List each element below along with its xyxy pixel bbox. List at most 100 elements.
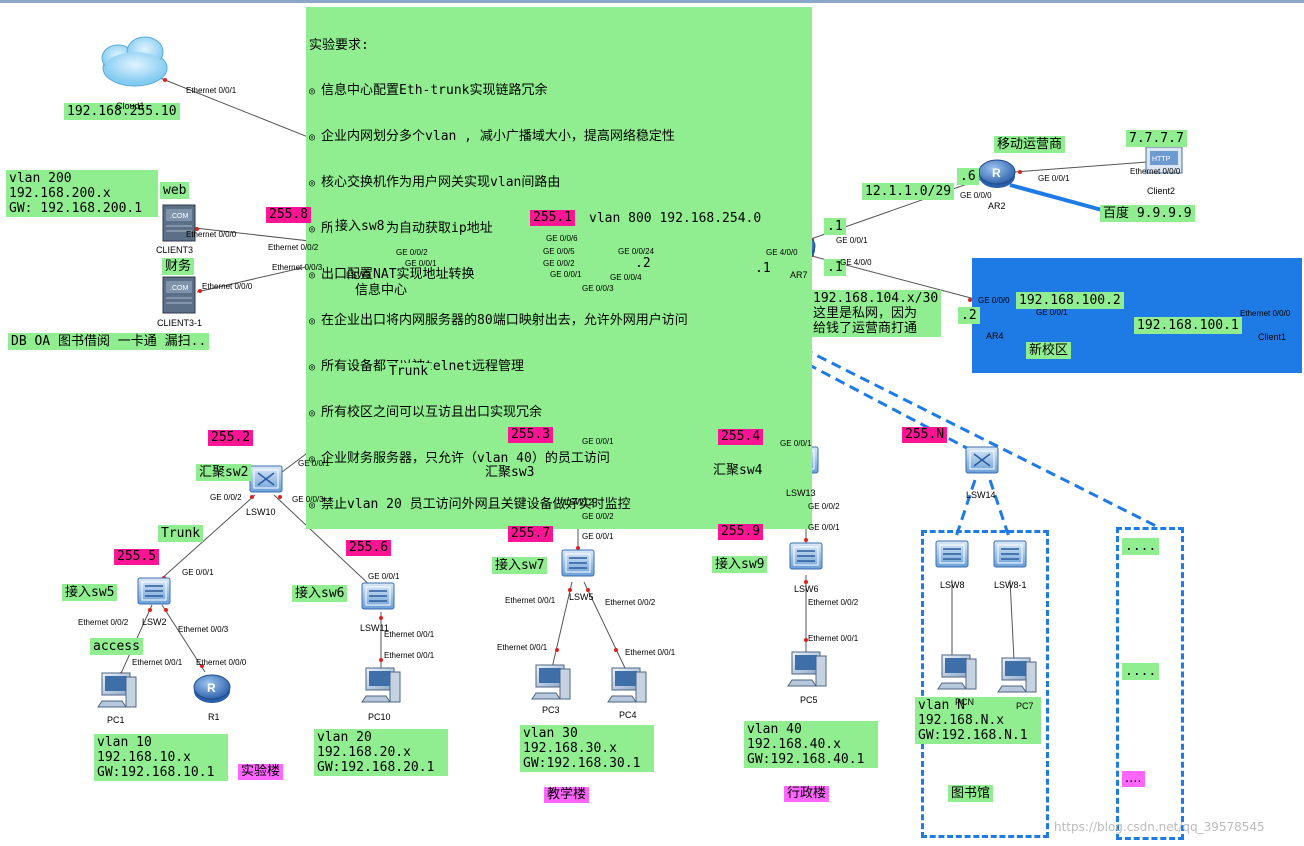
- requirement-item: 所有设备都可以被telnet远程管理: [309, 359, 809, 375]
- port-label: Ethernet 0/0/1: [384, 630, 435, 639]
- port-label: GE 0/0/6: [546, 234, 578, 243]
- switch-icon-lsw8-1: [993, 540, 1027, 568]
- port-label: GE 0/0/1: [836, 236, 868, 245]
- switch-icon-lsw5: [561, 549, 595, 577]
- requirement-item: 企业内网划分多个vlan , 减小广播域大小，提高网络稳定性: [309, 129, 809, 145]
- link-lsw5-pc4: [583, 581, 626, 669]
- port-label: GE 0/0/0: [978, 296, 1010, 305]
- requirement-item: 所有校区之间可以互访且出口实现冗余: [309, 405, 809, 421]
- vlan20-note: vlan 20 192.168.20.x GW:192.168.20.1: [314, 729, 448, 776]
- port-label: GE 0/0/1: [582, 437, 614, 446]
- port-label: Ethernet 0/0/1: [384, 651, 435, 660]
- device-label-lsw3: LSW3: [346, 270, 371, 280]
- device-label-lsw10: LSW10: [246, 507, 276, 517]
- port-label: Ethernet 0/0/1: [505, 596, 556, 605]
- device-label-pcn: PCN: [955, 697, 975, 707]
- sw4-ip-badge: 255.4: [718, 429, 764, 445]
- vlan30-note: vlan 30 192.168.30.x GW:192.168.30.1: [520, 725, 654, 772]
- access-sw9-label: 接入sw9: [712, 556, 768, 573]
- access-sw7-label: 接入sw7: [492, 557, 548, 574]
- net12-label: 12.1.1.0/29: [862, 183, 955, 200]
- device-label-ar4: AR4: [986, 331, 1004, 341]
- svg-text:.COM: .COM: [170, 285, 188, 292]
- admin-building-label: 行政楼: [784, 786, 830, 802]
- vlan40-note: vlan 40 192.168.40.x GW:192.168.40.1: [744, 721, 878, 768]
- vlan10-note: vlan 10 192.168.10.x GW:192.168.10.1: [94, 734, 228, 781]
- ip7777-label: 7.7.7.7: [1126, 130, 1187, 147]
- requirement-item: 核心交换机作为用户网关实现vlan间路由: [309, 175, 809, 191]
- server-icon-client3-1: .COM: [162, 276, 196, 314]
- port-label: Ethernet 0/0/1: [132, 658, 183, 667]
- device-label-pc3: PC3: [542, 705, 560, 715]
- access-label: access: [90, 638, 143, 655]
- device-label-lsw14: LSW14: [966, 490, 996, 500]
- port-label: GE 0/0/0: [960, 191, 992, 200]
- svg-text:HTTP: HTTP: [1152, 156, 1171, 163]
- device-label-lsw13: LSW13: [786, 488, 816, 498]
- device-label-lsw12: LSW12: [564, 497, 594, 507]
- svg-text:R: R: [207, 681, 216, 695]
- port-label: Ethernet 0/0/1: [808, 634, 859, 643]
- port-label: Ethernet 0/0/2: [605, 598, 656, 607]
- baidu-label: 百度 9.9.9.9: [1100, 205, 1195, 222]
- link-lsw5-pc3: [551, 581, 573, 669]
- port-label: Ethernet 0/0/3: [178, 625, 229, 634]
- pc-icon-pc7: [997, 657, 1037, 693]
- window-top-border: [0, 0, 1304, 3]
- port-label: GE 0/0/2: [582, 512, 614, 521]
- sw5-ip-badge: 255.5: [114, 549, 160, 565]
- services-label: DB OA 图书借阅 一卡通 漏扫..: [8, 333, 210, 350]
- agg-sw2-label: 汇聚sw2: [196, 464, 252, 481]
- cloud-icon: [101, 36, 168, 87]
- dot6-label: .6: [957, 168, 979, 185]
- more-dots-3: ....: [1122, 771, 1145, 787]
- device-label-ar7: AR7: [790, 270, 808, 280]
- switch-icon-lsw2: [137, 577, 171, 605]
- port-label: GE 0/0/1: [1036, 308, 1068, 317]
- switch-icon-lsw10: [249, 465, 283, 493]
- port-label: GE 0/0/4: [610, 273, 642, 282]
- device-label-pc5: PC5: [800, 695, 818, 705]
- device-label-lsw8-1: LSW8-1: [994, 580, 1027, 590]
- device-label-client3-1: CLIENT3-1: [157, 318, 203, 328]
- agg-sw4-label: 汇聚sw4: [710, 462, 766, 479]
- switch-icon-lsw14: [965, 446, 999, 474]
- switch-icon-lsw6: [789, 542, 823, 570]
- http-client-icon-client2: HTTP: [1145, 146, 1183, 174]
- device-label-client1: Client1: [1258, 332, 1287, 342]
- svg-text:.COM: .COM: [170, 213, 188, 220]
- device-label-pc1: PC1: [107, 715, 125, 725]
- router-icon-r1: R: [193, 674, 231, 703]
- new-campus-label: 新校区: [1026, 342, 1072, 359]
- port-label: GE 0/0/3: [582, 284, 614, 293]
- port-label: Ethernet 0/0/3: [272, 263, 323, 272]
- port-label: Ethernet 0/0/2: [78, 618, 129, 627]
- requirements-note: 实验要求: 信息中心配置Eth-trunk实现链路冗余 企业内网划分多个vlan…: [306, 7, 812, 529]
- ar7-left-ip: .2: [632, 255, 654, 272]
- sw8-ip-badge: 255.8: [266, 207, 312, 223]
- more-dots-1: ....: [1122, 538, 1160, 555]
- sw7-ip-badge: 255.7: [508, 526, 554, 542]
- port-label: Ethernet 0/0/0: [1240, 309, 1291, 318]
- port-label: GE 0/0/1: [298, 459, 330, 468]
- svg-text:R: R: [992, 166, 1001, 180]
- requirement-item: 出口配置NAT实现地址转换: [309, 267, 809, 283]
- more-campus-box: [1116, 527, 1184, 840]
- cloud-ip-label: 192.168.255.10: [64, 103, 180, 120]
- library-label: 图书馆: [948, 785, 994, 802]
- link-ar2-client2: [1014, 160, 1161, 173]
- port-label: Ethernet 0/0/2: [268, 243, 319, 252]
- link-lsw2-r1: [161, 604, 206, 673]
- sw2-ip-badge: 255.2: [208, 430, 254, 446]
- sw6-ip-badge: 255.6: [346, 540, 392, 556]
- pc-icon-pc1: [97, 672, 137, 708]
- lab-building-label: 实验楼: [238, 764, 284, 780]
- switch-icon-lsw11: [361, 582, 395, 610]
- ar7-top-ip: .1: [824, 218, 846, 235]
- port-label: GE 0/0/1: [582, 532, 614, 541]
- port-label: GE 0/0/1: [808, 523, 840, 532]
- sw9-ip-badge: 255.9: [718, 524, 764, 540]
- device-label-client3: CLIENT3: [156, 245, 194, 255]
- port-label: Ethernet 0/0/0: [1130, 167, 1181, 176]
- link-isp-baidu: [1009, 183, 1103, 212]
